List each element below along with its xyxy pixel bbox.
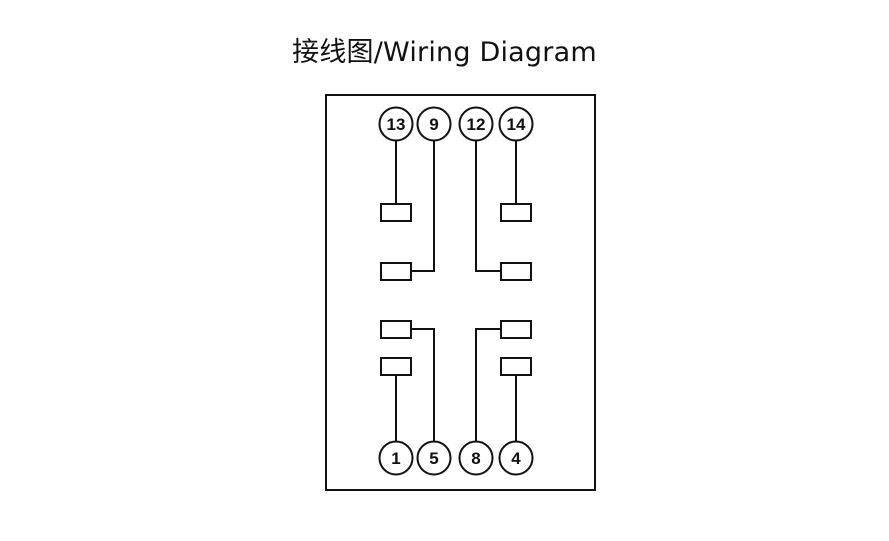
contact-block-mid-left bbox=[380, 262, 412, 281]
pin-1-label: 1 bbox=[391, 449, 400, 468]
contact-block-bottom-left bbox=[380, 357, 412, 376]
pin-8-circle bbox=[458, 440, 494, 476]
relay-housing bbox=[325, 94, 596, 491]
pin-9-circle bbox=[416, 106, 452, 142]
diagram-title: 接线图/Wiring Diagram bbox=[292, 37, 597, 68]
pin-12-circle bbox=[458, 106, 494, 142]
pin-5-circle bbox=[416, 440, 452, 476]
contact-block-lower-right bbox=[500, 320, 532, 339]
contact-block-top-right bbox=[500, 203, 532, 222]
pin-14-circle bbox=[498, 106, 534, 142]
pin-13-label: 13 bbox=[387, 115, 406, 134]
pin-9-label: 9 bbox=[429, 115, 438, 134]
pin-14-label: 14 bbox=[507, 115, 526, 134]
contact-block-bottom-right bbox=[500, 357, 532, 376]
pin-8-label: 8 bbox=[471, 449, 480, 468]
pin-1-circle bbox=[378, 440, 414, 476]
wire-9 bbox=[411, 141, 435, 272]
wire-12 bbox=[475, 141, 501, 272]
pin-5-label: 5 bbox=[429, 449, 438, 468]
contact-block-top-left bbox=[380, 203, 412, 222]
pin-4-label: 4 bbox=[511, 449, 521, 468]
pin-13-circle bbox=[378, 106, 414, 142]
pin-4-circle bbox=[498, 440, 534, 476]
contact-block-mid-right bbox=[500, 262, 532, 281]
wire-5 bbox=[411, 328, 435, 441]
wire-8 bbox=[475, 328, 501, 441]
contact-block-lower-left bbox=[380, 320, 412, 339]
pin-12-label: 12 bbox=[467, 115, 486, 134]
